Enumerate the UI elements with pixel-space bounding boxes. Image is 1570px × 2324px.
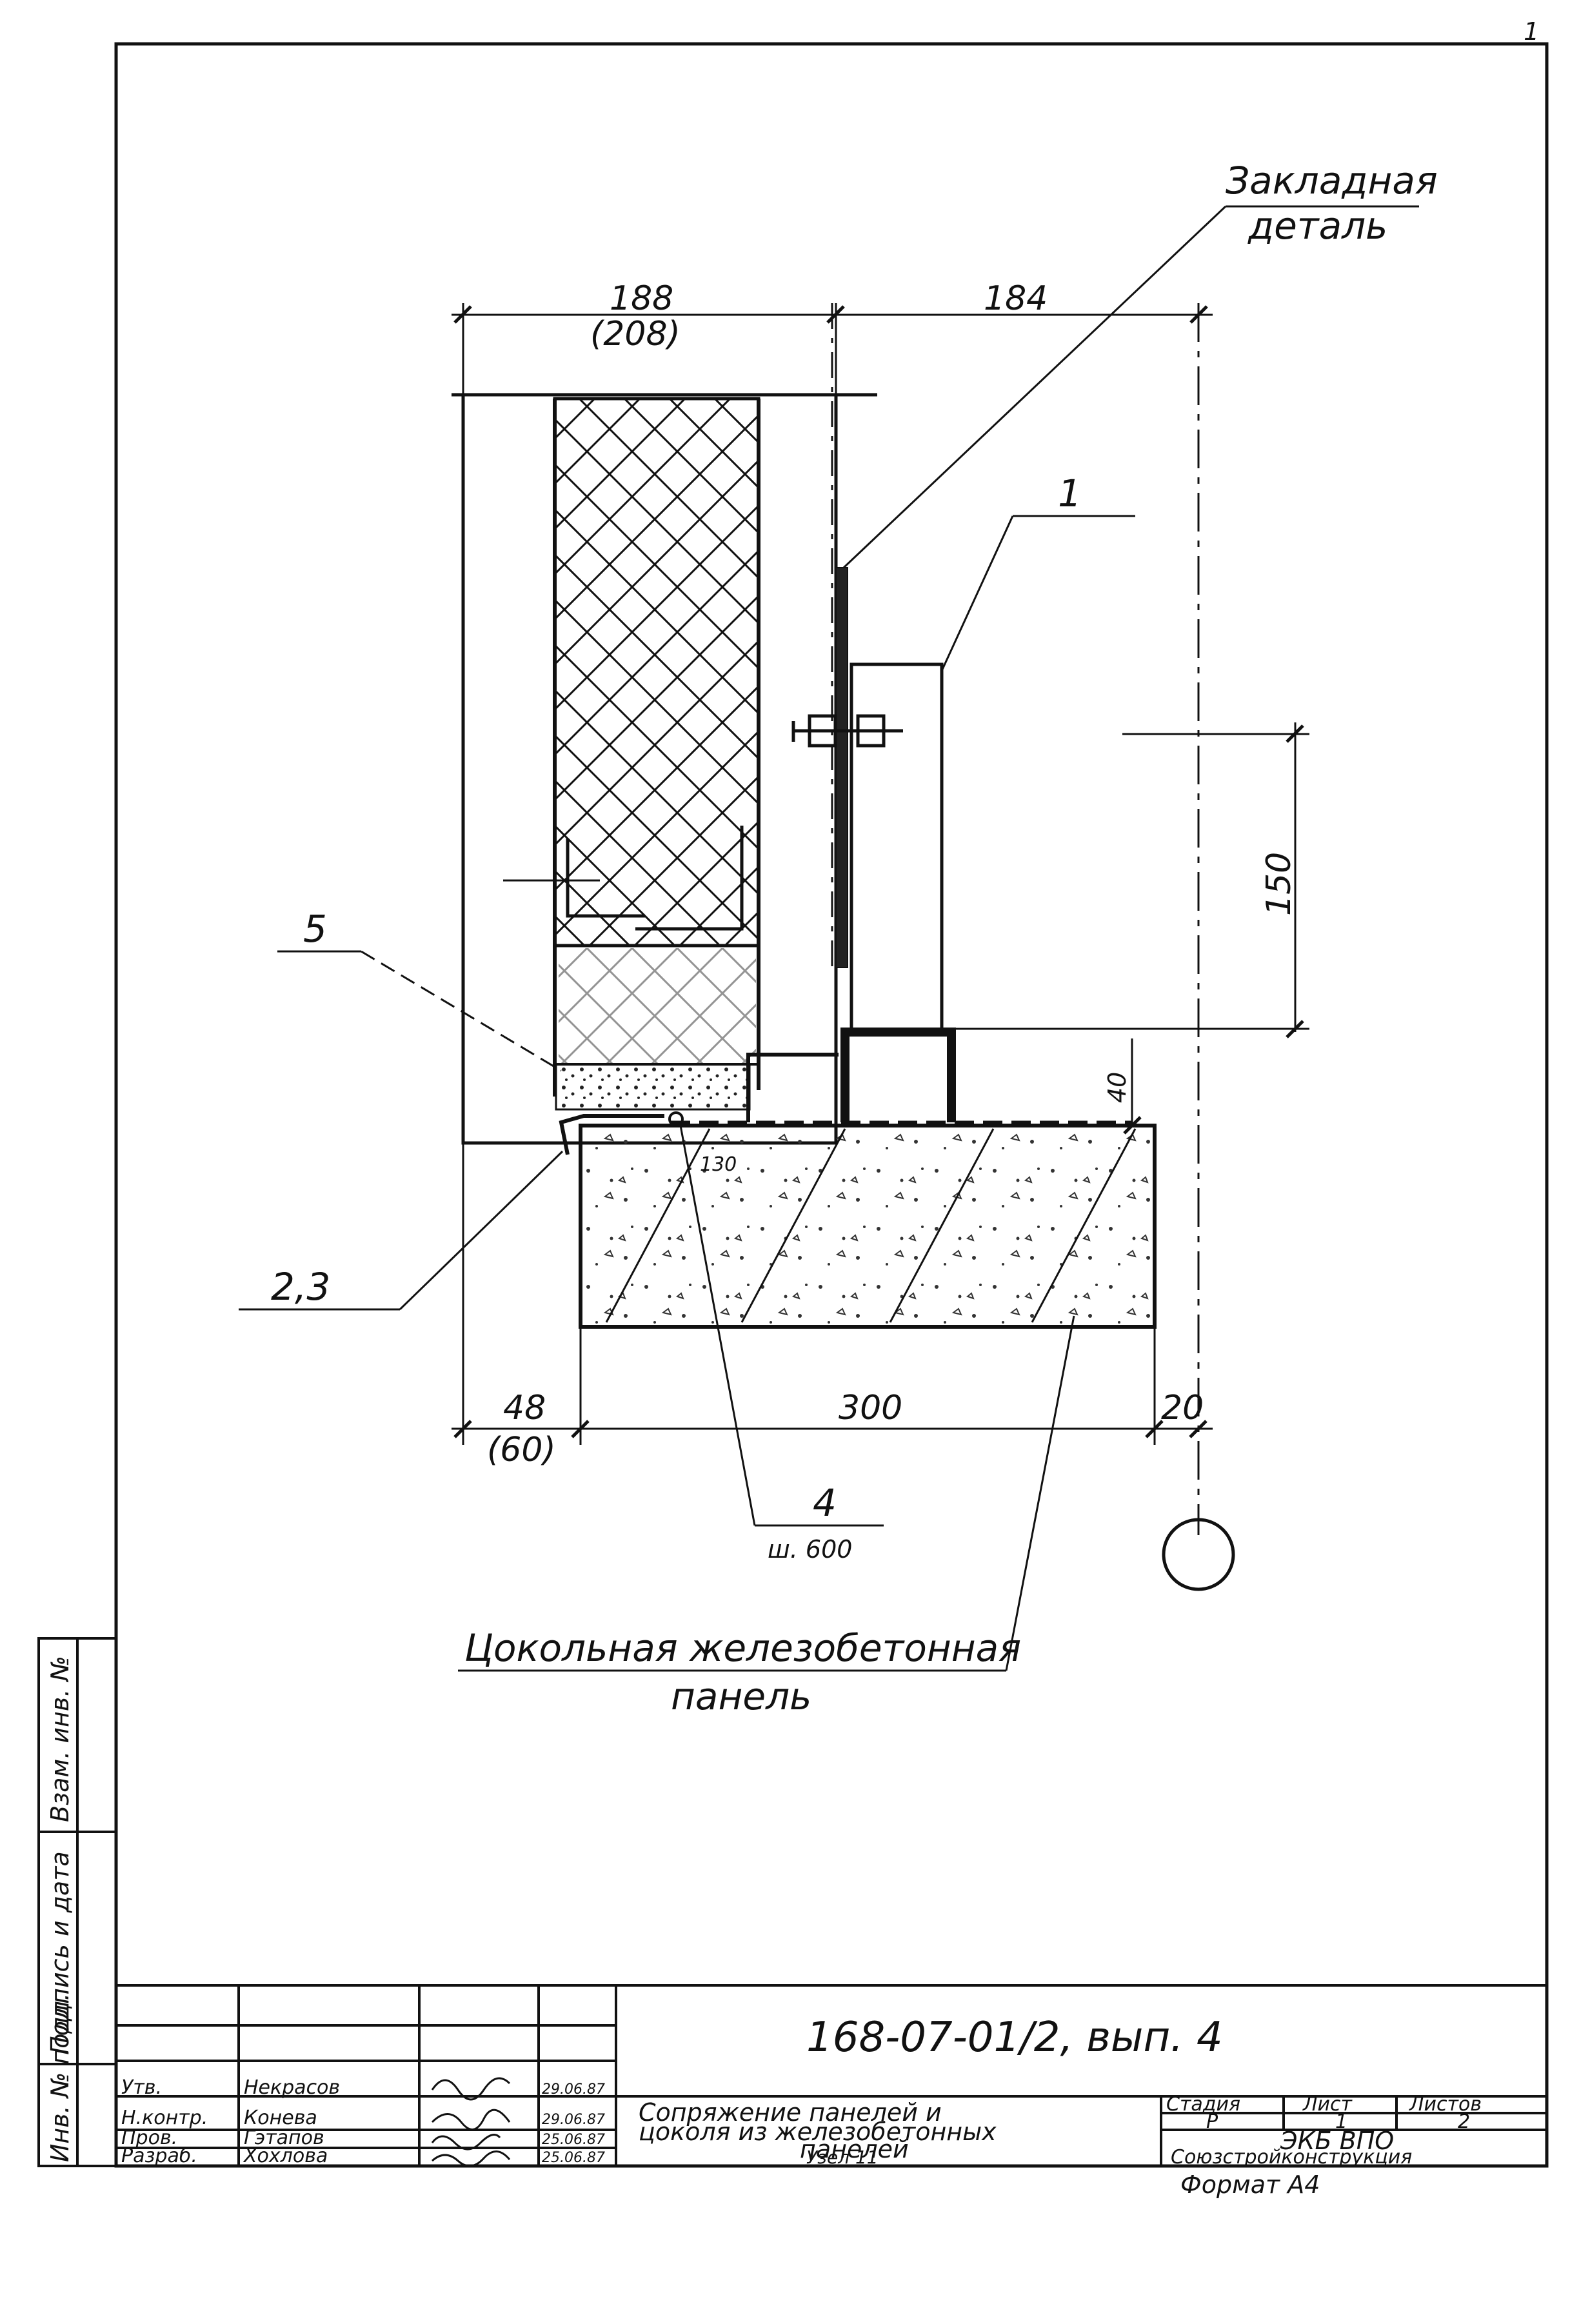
seal-profile xyxy=(559,1114,664,1155)
role-3: Разраб. xyxy=(121,2145,197,2167)
role-name-1: Конева xyxy=(244,2107,317,2129)
role-name-0: Некрасов xyxy=(244,2076,340,2099)
roles-table: Утв. Некрасов 29.06.87 Н.контр. Конева 2… xyxy=(121,2076,605,2167)
sheet-head: Лист xyxy=(1302,2093,1353,2116)
corner-mark: 1 xyxy=(1524,17,1539,46)
dim-48: 48 xyxy=(503,1389,546,1427)
dim-300: 300 xyxy=(839,1389,902,1427)
role-name-3: Хохлова xyxy=(243,2145,328,2167)
plinth-hatch xyxy=(605,1128,1137,1323)
dim-top xyxy=(452,303,1213,395)
callout-1: 1 xyxy=(1058,472,1082,515)
label-plinth-panel-1: Цокольная железобетонная xyxy=(464,1626,1021,1670)
label-embedded-detail-1: Закладная xyxy=(1226,159,1438,203)
role-1: Н.контр. xyxy=(121,2107,208,2129)
callout-4: 4 xyxy=(813,1481,837,1525)
side-stamp-inv-repl: Взам. инв. № xyxy=(46,1656,74,1822)
insulation-layer xyxy=(553,397,760,948)
dim-40 xyxy=(1123,1038,1142,1135)
title-line-4: Узел 11 xyxy=(806,2147,879,2168)
side-stamp: Взам. инв. № Подпись и дата Инв. № подл. xyxy=(37,1637,117,2167)
stage-head: Стадия xyxy=(1166,2093,1240,2116)
role-name-2: Гэтапов xyxy=(244,2127,324,2149)
signatures xyxy=(431,2077,511,2167)
embedded-plate xyxy=(835,567,848,968)
dim-184: 184 xyxy=(984,279,1048,318)
dim-60: (60) xyxy=(487,1431,556,1469)
dim-20: 20 xyxy=(1161,1389,1204,1427)
role-date-0: 29.06.87 xyxy=(542,2081,605,2098)
dim-bottom xyxy=(452,1143,1213,1445)
format-note: Формат А4 xyxy=(1180,2170,1320,2199)
side-stamp-sign-date: Подпись и дата xyxy=(46,1851,74,2054)
bolt-assembly xyxy=(791,714,903,748)
panel-rib-hatch xyxy=(559,948,756,1064)
title-line-1: Сопряжение панелей и xyxy=(639,2098,942,2127)
doc-code: 168-07-01/2, вып. 4 xyxy=(806,2014,1223,2061)
dim-150-text: 150 xyxy=(1260,852,1298,916)
dim-150 xyxy=(955,722,1309,1038)
role-date-1: 29.06.87 xyxy=(542,2112,605,2128)
node-drawing xyxy=(239,205,1419,1672)
dim-208: (208) xyxy=(590,315,681,353)
org-name-1: ЭКБ ВПО xyxy=(1280,2127,1394,2155)
title-block xyxy=(115,1984,1548,2167)
role-0: Утв. xyxy=(121,2076,162,2099)
stage-value: Р xyxy=(1206,2110,1218,2133)
org-name-2: Союзстройконструкция xyxy=(1171,2146,1412,2169)
channel-profile xyxy=(840,1028,956,1122)
callout-4-note: ш. 600 xyxy=(768,1535,852,1564)
role-2: Пров. xyxy=(121,2127,177,2149)
side-stamp-inv-orig: Инв. № подл. xyxy=(46,1993,74,2162)
callout-5: 5 xyxy=(303,907,327,951)
sheet-value: 1 xyxy=(1335,2110,1347,2133)
axis-marker xyxy=(1162,1518,1235,1591)
mortar-bed xyxy=(555,1063,751,1111)
dim-130-text: 130 xyxy=(700,1153,737,1176)
title-line-2: цоколя из железобетонных xyxy=(639,2118,997,2146)
dim-40-text: 40 xyxy=(1103,1072,1131,1103)
plinth-panel xyxy=(579,1124,1157,1329)
angle-left xyxy=(746,1053,839,1122)
role-date-3: 25.06.87 xyxy=(542,2150,605,2166)
title-line-3: панелей xyxy=(800,2135,909,2163)
label-embedded-detail-2: деталь xyxy=(1247,204,1387,248)
role-date-2: 25.06.87 xyxy=(542,2132,605,2148)
label-plinth-panel-2: панель xyxy=(671,1674,811,1718)
leaders xyxy=(239,205,1419,1672)
callout-2-3: 2,3 xyxy=(271,1265,330,1309)
dim-188: 188 xyxy=(610,279,673,318)
bracket-1 xyxy=(850,662,944,1034)
sheets-value: 2 xyxy=(1458,2110,1470,2133)
sheets-head: Листов xyxy=(1409,2093,1482,2116)
